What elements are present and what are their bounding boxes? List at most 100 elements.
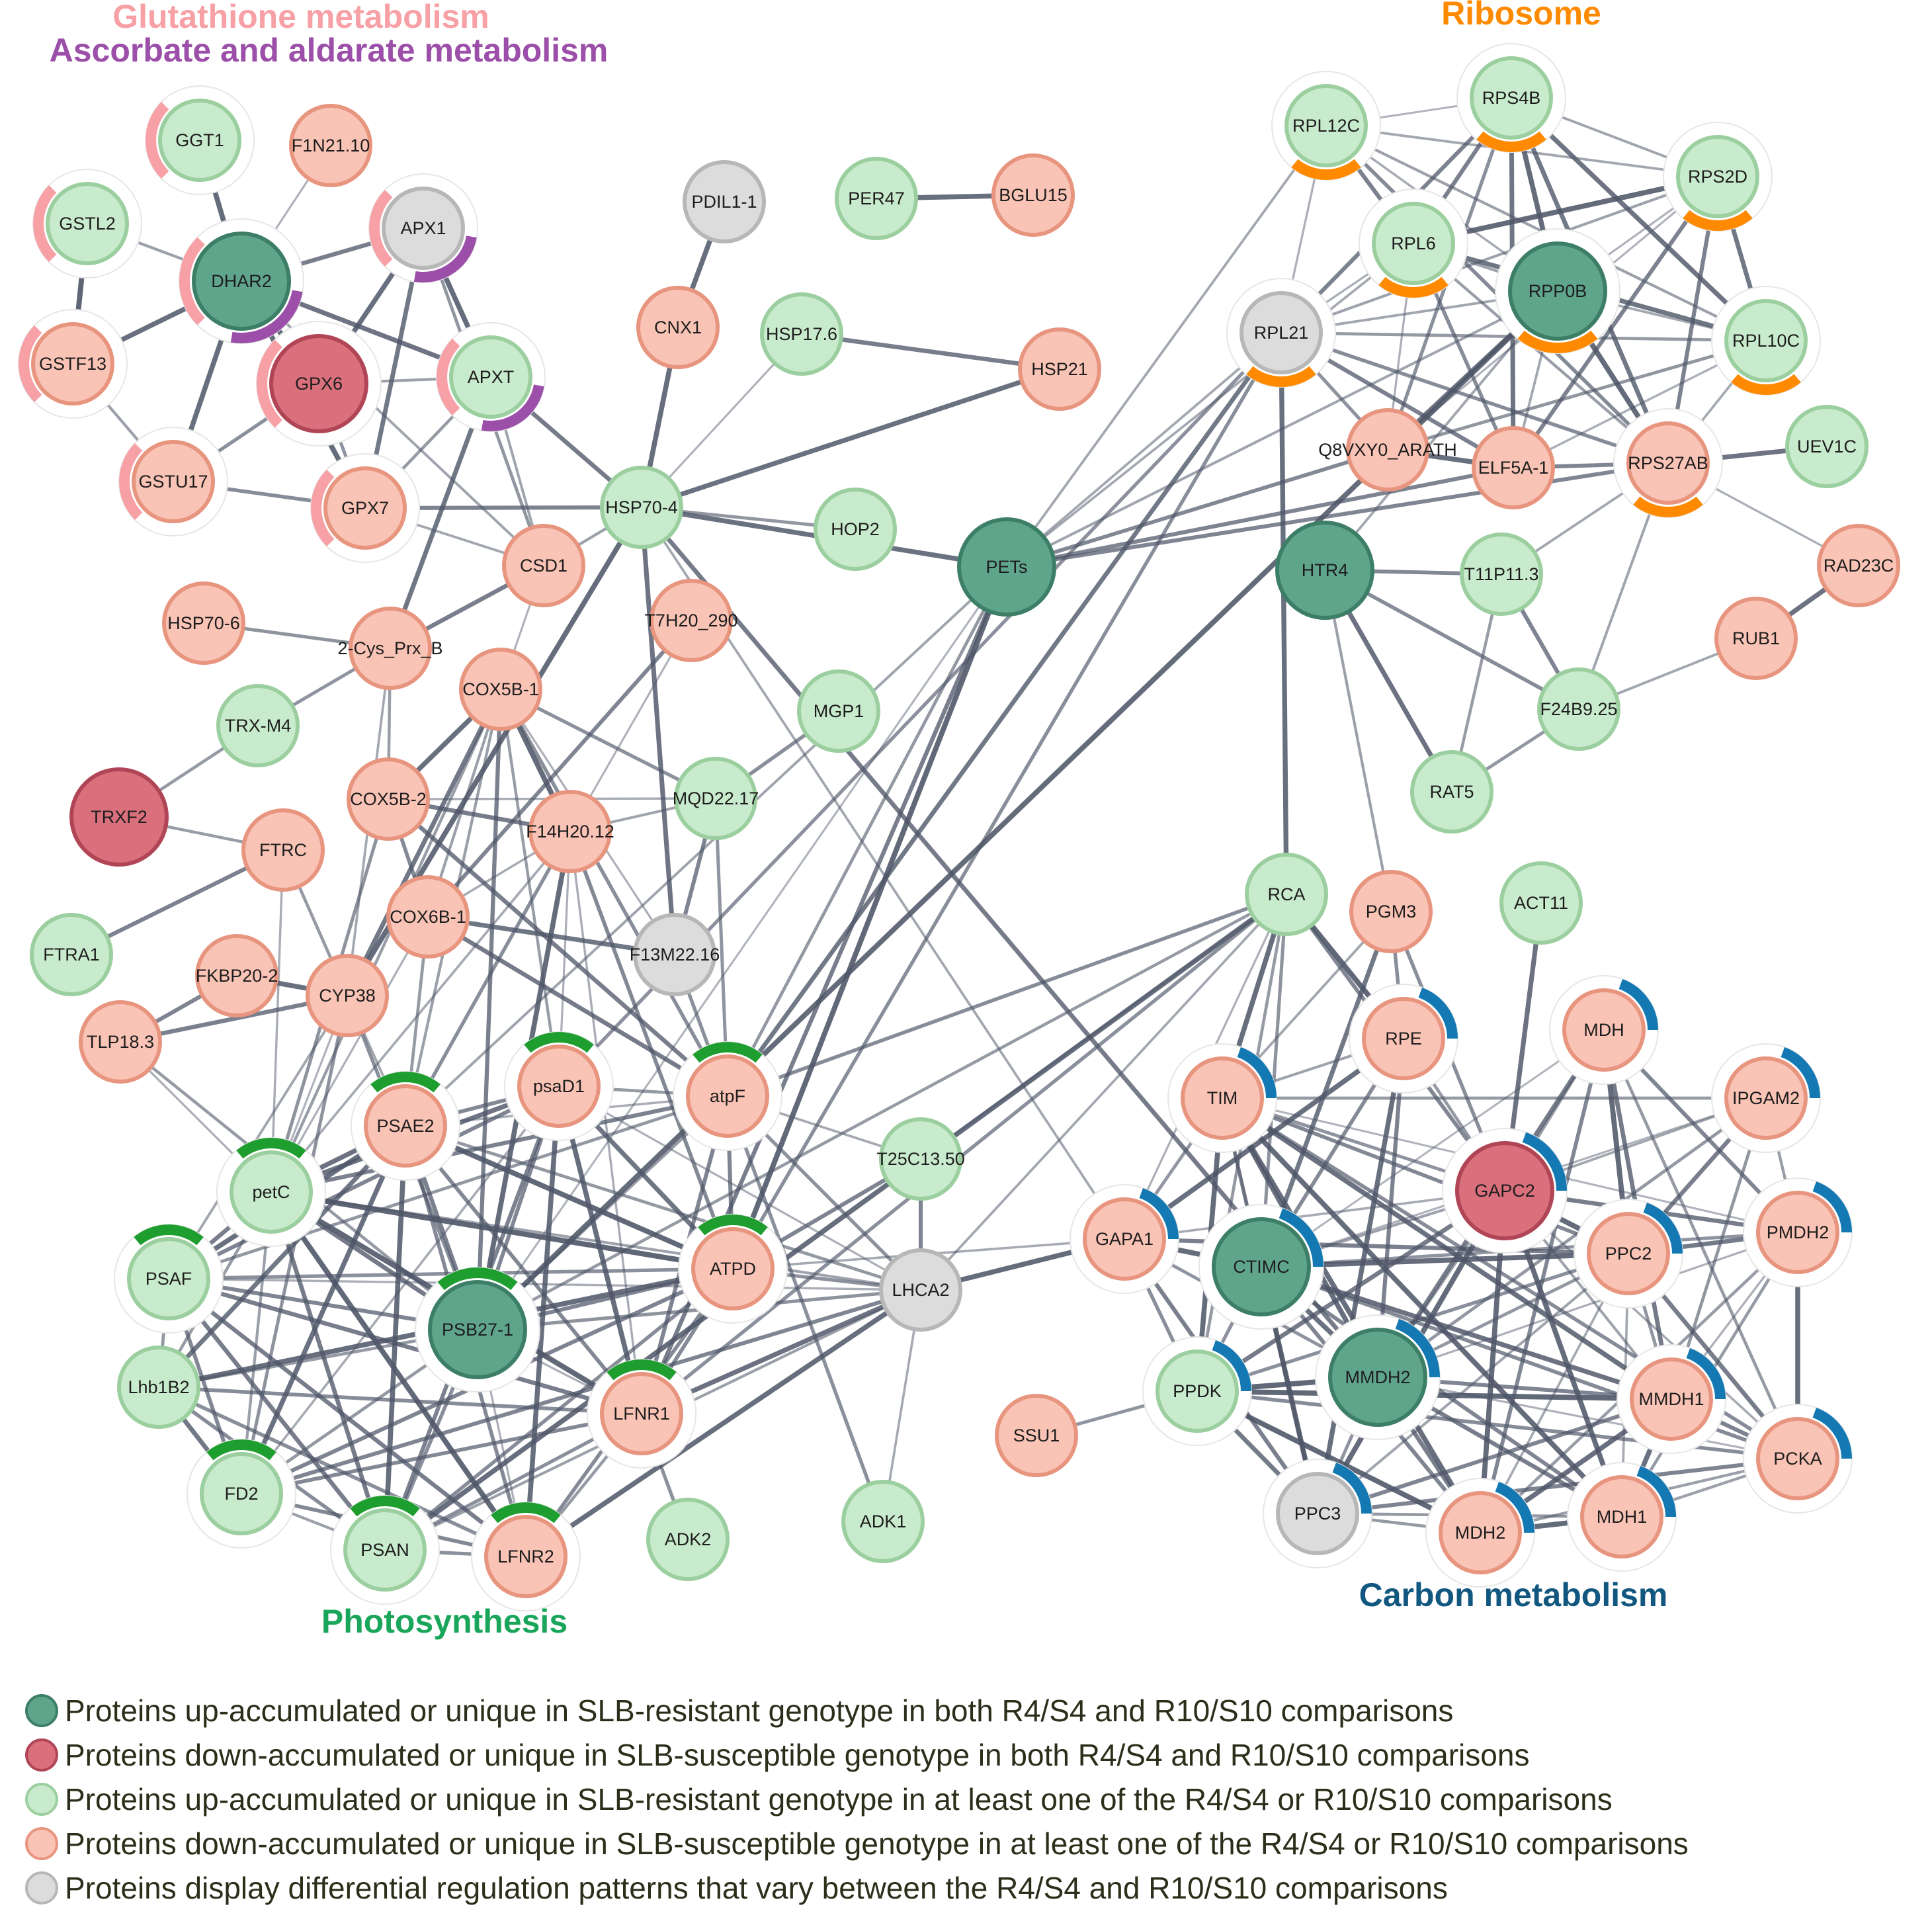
node-htr4[interactable]: HTR4 [1275, 521, 1374, 620]
node-t25c13-50[interactable]: T25C13.50 [876, 1117, 965, 1201]
node-pmdh2[interactable]: PMDH2 [1743, 1177, 1853, 1287]
node-2-cys-prx-b[interactable]: 2-Cys_Prx_B [337, 607, 443, 690]
node-lhb1b2[interactable]: Lhb1B2 [117, 1346, 200, 1429]
node-mmdh1[interactable]: MMDH1 [1617, 1344, 1726, 1454]
node-rps4b[interactable]: RPS4B [1456, 43, 1566, 153]
node-hsp17-6[interactable]: HSP17.6 [760, 292, 843, 376]
node-pcka[interactable]: PCKA [1743, 1404, 1853, 1514]
node-rat5[interactable]: RAT5 [1410, 750, 1493, 834]
node-mqd22-17[interactable]: MQD22.17 [673, 757, 759, 840]
node-hop2[interactable]: HOP2 [814, 488, 897, 571]
node-q8vxy0-arath[interactable]: Q8VXY0_ARATH [1318, 408, 1457, 492]
node-adk2[interactable]: ADK2 [646, 1498, 730, 1581]
node-fd2[interactable]: FD2 [187, 1439, 296, 1549]
node-ctimc[interactable]: CTIMC [1198, 1204, 1324, 1330]
node-mmdh2[interactable]: MMDH2 [1315, 1314, 1441, 1440]
node-rpl12c[interactable]: RPL12C [1271, 71, 1381, 181]
pathway-arc-ribosome [1476, 131, 1546, 152]
node-pets[interactable]: PETs [957, 517, 1056, 617]
node-psan[interactable]: PSAN [330, 1495, 440, 1605]
node-uev1c[interactable]: UEV1C [1785, 405, 1869, 488]
node-gstl2[interactable]: GSTL2 [32, 169, 142, 278]
node-atpf[interactable]: atpF [673, 1041, 782, 1151]
legend-label: Proteins up-accumulated or unique in SLB… [65, 1693, 1454, 1728]
node-psb27-1[interactable]: PSB27-1 [415, 1267, 540, 1392]
node-label: SSU1 [1013, 1426, 1060, 1445]
node-gstu17[interactable]: GSTU17 [118, 427, 228, 536]
node-cox6b-1[interactable]: COX6B-1 [386, 875, 470, 959]
node-f13m22-16[interactable]: F13M22.16 [630, 913, 720, 996]
node-circle [636, 286, 720, 369]
node-f1n21-10[interactable]: F1N21.10 [289, 104, 372, 187]
node-csd1[interactable]: CSD1 [502, 524, 585, 607]
node-adk1[interactable]: ADK1 [841, 1480, 925, 1563]
node-ftra1[interactable]: FTRA1 [30, 913, 113, 996]
node-pgm3[interactable]: PGM3 [1349, 870, 1433, 953]
node-bglu15[interactable]: BGLU15 [991, 153, 1075, 237]
node-tim[interactable]: TIM [1167, 1043, 1277, 1153]
node-rub1[interactable]: RUB1 [1714, 597, 1798, 680]
node-rps2d[interactable]: RPS2D [1663, 122, 1773, 232]
node-gapc2[interactable]: GAPC2 [1442, 1128, 1568, 1254]
node-psaf[interactable]: PSAF [114, 1224, 224, 1334]
node-mdh2[interactable]: MDH2 [1425, 1478, 1535, 1588]
node-ggt1[interactable]: GGT1 [145, 85, 255, 195]
node-dhar2[interactable]: DHAR2 [179, 218, 304, 344]
node-hsp70-4[interactable]: HSP70-4 [600, 466, 683, 549]
node-t7h20-290[interactable]: T7H20_290 [644, 579, 738, 662]
node-circle [349, 607, 432, 690]
node-per47[interactable]: PER47 [835, 157, 918, 240]
node-lfnr2[interactable]: LFNR2 [471, 1502, 581, 1611]
node-circle [1817, 524, 1900, 607]
node-f14h20-12[interactable]: F14H20.12 [526, 790, 614, 873]
node-rpp0b[interactable]: RPP0B [1495, 228, 1620, 354]
node-rca[interactable]: RCA [1245, 853, 1328, 936]
node-pdil1-1[interactable]: PDIL1-1 [683, 160, 766, 243]
pathway-arc-photosynthesis [437, 1267, 518, 1291]
node-rpl21[interactable]: RPL21 [1226, 278, 1336, 388]
node-hsp70-6[interactable]: HSP70-6 [162, 581, 245, 665]
node-atpd[interactable]: ATPD [678, 1214, 788, 1324]
node-cox5b-1[interactable]: COX5B-1 [459, 648, 542, 731]
node-apxt[interactable]: APXT [436, 322, 546, 432]
node-tlp18-3[interactable]: TLP18.3 [79, 1000, 162, 1084]
node-t11p11-3[interactable]: T11P11.3 [1460, 533, 1543, 616]
node-mdh[interactable]: MDH [1549, 975, 1659, 1085]
node-gapa1[interactable]: GAPA1 [1070, 1184, 1179, 1294]
node-ftrc[interactable]: FTRC [241, 808, 325, 892]
node-lfnr1[interactable]: LFNR1 [587, 1359, 696, 1469]
node-ipgam2[interactable]: IPGAM2 [1711, 1043, 1821, 1153]
node-elf5a-1[interactable]: ELF5A-1 [1472, 426, 1555, 509]
node-cnx1[interactable]: CNX1 [636, 286, 720, 369]
node-ppc2[interactable]: PPC2 [1574, 1199, 1683, 1308]
node-trxf2[interactable]: TRXF2 [69, 767, 169, 867]
node-lhca2[interactable]: LHCA2 [879, 1248, 962, 1332]
node-f24b9-25[interactable]: F24B9.25 [1537, 667, 1620, 751]
node-cox5b-2[interactable]: COX5B-2 [347, 757, 430, 841]
node-gpx6[interactable]: GPX6 [256, 321, 382, 447]
node-rpl10c[interactable]: RPL10C [1711, 286, 1821, 396]
node-gstf13[interactable]: GSTF13 [18, 309, 128, 419]
node-ssu1[interactable]: SSU1 [995, 1394, 1078, 1477]
node-rad23c[interactable]: RAD23C [1817, 524, 1900, 607]
node-trx-m4[interactable]: TRX-M4 [216, 684, 300, 767]
node-cyp38[interactable]: CYP38 [306, 954, 389, 1037]
node-psad1[interactable]: psaD1 [504, 1031, 614, 1141]
node-label: APXT [468, 367, 515, 387]
node-ppdk[interactable]: PPDK [1142, 1336, 1252, 1446]
node-petc[interactable]: petC [216, 1137, 326, 1247]
node-fkbp20-2[interactable]: FKBP20-2 [195, 934, 278, 1017]
node-act11[interactable]: ACT11 [1499, 861, 1583, 945]
node-rpe[interactable]: RPE [1349, 984, 1458, 1093]
node-rpl6[interactable]: RPL6 [1359, 189, 1468, 298]
node-apx1[interactable]: APX1 [368, 173, 478, 283]
edge-f14h20-12-atpd [568, 830, 735, 1271]
node-hsp21[interactable]: HSP21 [1018, 327, 1101, 411]
node-ppc3[interactable]: PPC3 [1263, 1459, 1372, 1568]
node-circle [814, 488, 897, 571]
node-psae2[interactable]: PSAE2 [351, 1071, 460, 1181]
node-mdh1[interactable]: MDH1 [1567, 1462, 1677, 1572]
node-rps27ab[interactable]: RPS27AB [1613, 408, 1723, 518]
node-gpx7[interactable]: GPX7 [310, 453, 420, 563]
node-mgp1[interactable]: MGP1 [797, 669, 880, 753]
